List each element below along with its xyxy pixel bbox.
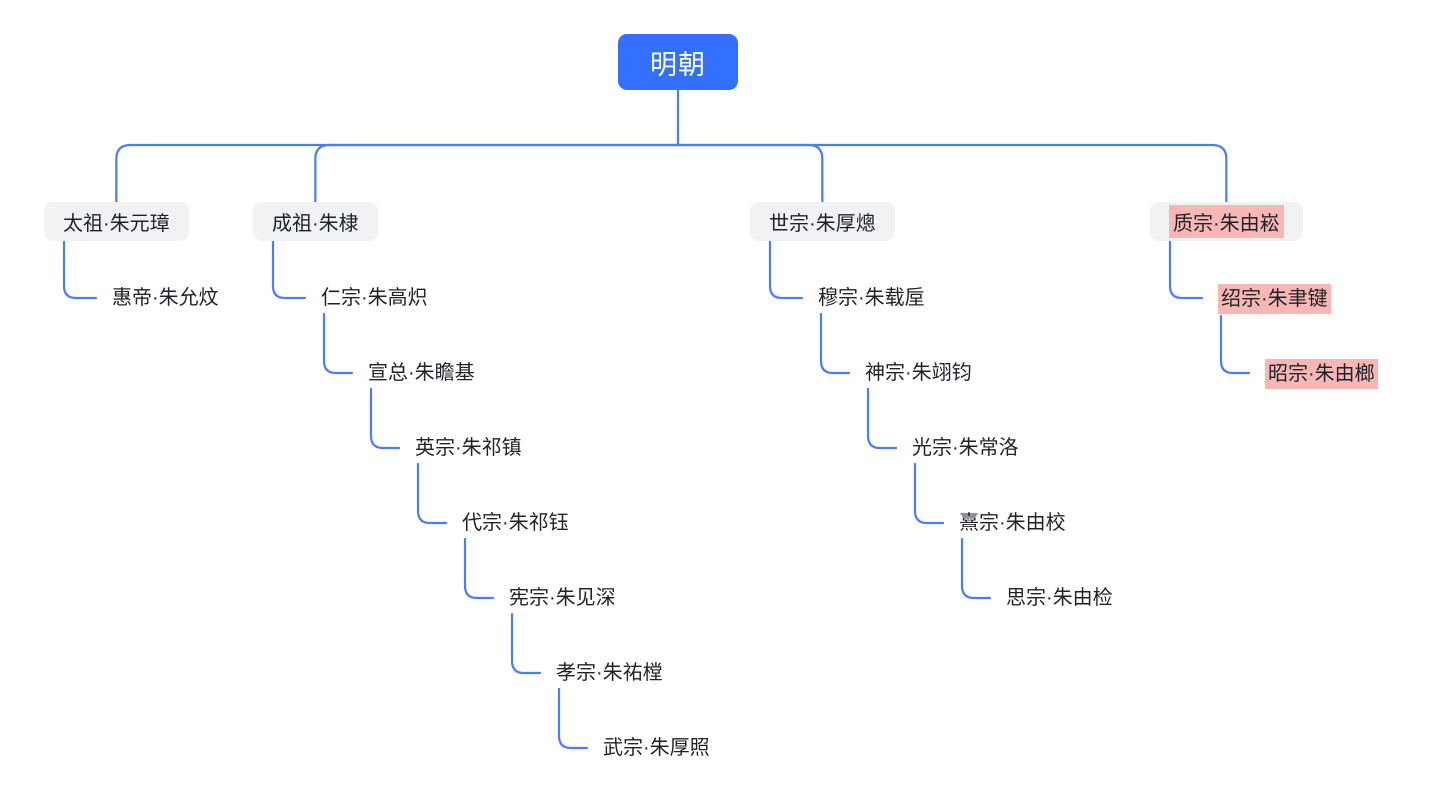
connector-line [913, 462, 945, 525]
branch-topic-node[interactable]: 太祖·朱元璋 [44, 202, 189, 241]
connector-line [369, 387, 401, 450]
connector-line [819, 312, 851, 375]
root-topic-node[interactable]: 明朝 [618, 34, 738, 90]
highlighted-topic-text: 质宗·朱由崧 [1169, 205, 1284, 238]
subtopic-node-highlighted[interactable]: 绍宗·朱聿键 [1218, 284, 1331, 314]
subtopic-node[interactable]: 光宗·朱常洛 [912, 437, 1019, 459]
connector-line [1219, 314, 1251, 375]
subtopic-node[interactable]: 思宗·朱由检 [1006, 587, 1113, 609]
topic-text: 太祖·朱元璋 [63, 213, 170, 235]
connector-line [463, 537, 495, 600]
topic-text: 世宗·朱厚熜 [769, 213, 876, 235]
subtopic-node[interactable]: 仁宗·朱高炽 [321, 287, 428, 309]
branch-topic-node[interactable]: 世宗·朱厚熜 [750, 202, 895, 241]
connector-line [314, 143, 680, 204]
connector-line [866, 387, 898, 450]
connector-line [676, 143, 824, 204]
connector-line [510, 612, 542, 675]
subtopic-node[interactable]: 宣总·朱瞻基 [368, 362, 475, 384]
subtopic-node[interactable]: 英宗·朱祁镇 [415, 437, 522, 459]
subtopic-node[interactable]: 武宗·朱厚照 [603, 737, 710, 759]
connector-line [115, 143, 680, 204]
connector-line [322, 312, 354, 375]
subtopic-node[interactable]: 宪宗·朱见深 [509, 587, 616, 609]
subtopic-node[interactable]: 熹宗·朱由校 [959, 512, 1066, 534]
connector-line [62, 239, 98, 300]
subtopic-node[interactable]: 代宗·朱祁钰 [462, 512, 569, 534]
connector-line [557, 687, 589, 750]
connector-line [1168, 239, 1204, 300]
subtopic-node[interactable]: 惠帝·朱允炆 [112, 287, 219, 309]
connector-line [676, 143, 1228, 204]
connector-line [271, 239, 307, 300]
connector-line [416, 462, 448, 525]
subtopic-node[interactable]: 神宗·朱翊钧 [865, 362, 972, 384]
branch-topic-node[interactable]: 成祖·朱棣 [253, 202, 378, 241]
connector-line [768, 239, 804, 300]
connector-line [960, 537, 992, 600]
branch-topic-node[interactable]: 质宗·朱由崧 [1150, 202, 1303, 241]
subtopic-node[interactable]: 孝宗·朱祐樘 [556, 662, 663, 684]
subtopic-node[interactable]: 穆宗·朱载垕 [818, 287, 925, 309]
subtopic-node-highlighted[interactable]: 昭宗·朱由榔 [1265, 359, 1378, 389]
topic-text: 成祖·朱棣 [272, 213, 359, 235]
